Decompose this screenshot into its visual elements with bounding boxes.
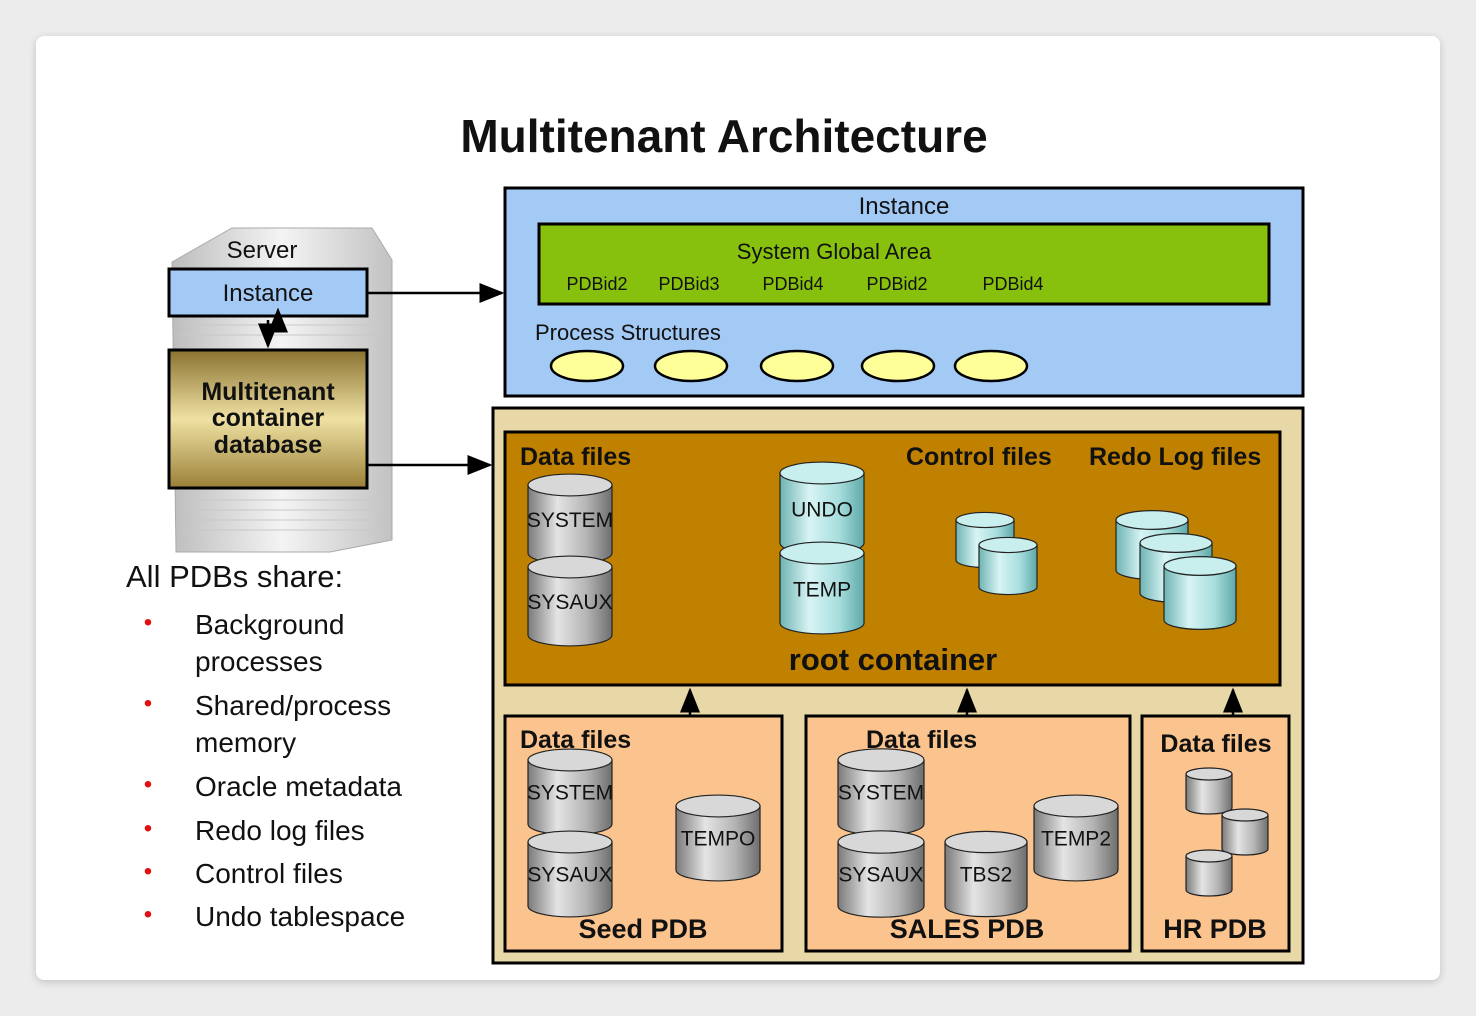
bullet-icon: •	[144, 771, 152, 798]
undo-cylinder: UNDO	[779, 461, 865, 555]
redo-log-cylinder	[1163, 556, 1237, 630]
undo-cylinder-label: UNDO	[791, 498, 853, 521]
root-system-cylinder-label: SYSTEM	[527, 509, 613, 532]
process-ellipse	[653, 349, 729, 383]
sga-pdbid: PDBid2	[866, 274, 927, 294]
sga-pdbid-list: PDBid2 PDBid3 PDBid4 PDBid2 PDBid4	[566, 274, 1043, 294]
instance-panel: Instance System Global Area PDBid2 PDBid3…	[503, 186, 1305, 398]
server-instance-label: Instance	[223, 280, 314, 307]
process-ellipse	[953, 349, 1029, 383]
seed-system-cylinder: SYSTEM	[527, 748, 613, 836]
process-list	[549, 349, 1029, 383]
sga-pdbid: PDBid4	[982, 274, 1043, 294]
shared-item: Undo tablespace	[195, 901, 405, 932]
sales-temp2-cylinder: TEMP2	[1033, 794, 1119, 882]
sales-pdb-name: SALES PDB	[890, 914, 1045, 944]
hr-datafile-cylinder	[1185, 849, 1233, 897]
cdb-label-line1: Multitenant	[201, 378, 335, 406]
server-graphic: Server Instance Multitenant container da…	[167, 227, 393, 553]
pdb-file-cylinders: SYSTEM SYSAUX TEMPO SYSTEM SYSAUX TBS2 TEMP2	[527, 748, 1269, 918]
seed-tempo-cylinder: TEMPO	[675, 794, 761, 882]
root-container: Data files Control files Redo Log files …	[503, 430, 1282, 687]
shared-list: All PDBs share: • Background processes • Sha…	[126, 559, 405, 932]
root-file-cylinders: SYSTEM SYSAUX UNDO TEMP	[527, 461, 1237, 647]
root-data-files-label: Data files	[520, 443, 631, 471]
sales-system-cylinder: SYSTEM	[837, 748, 925, 836]
hr-pdb-data-files-label: Data files	[1160, 730, 1271, 758]
sga-pdbid: PDBid3	[658, 274, 719, 294]
sales-tbs2-cylinder-label: TBS2	[960, 864, 1013, 887]
sales-sysaux-cylinder: SYSAUX	[837, 830, 925, 918]
page-title: Multitenant Architecture	[460, 110, 987, 162]
control-file-cylinder	[978, 536, 1038, 596]
bullet-icon: •	[144, 858, 152, 885]
bullet-icon: •	[144, 901, 152, 928]
sales-temp2-cylinder-label: TEMP2	[1041, 828, 1111, 851]
seed-system-cylinder-label: SYSTEM	[527, 782, 613, 805]
seed-tempo-cylinder-label: TEMPO	[681, 828, 756, 851]
sga-label: System Global Area	[737, 239, 932, 264]
root-system-cylinder: SYSTEM	[527, 473, 613, 565]
temp-cylinder-label: TEMP	[793, 578, 851, 601]
bullet-icon: •	[144, 609, 152, 636]
seed-sysaux-cylinder: SYSAUX	[527, 830, 613, 918]
root-container-label: root container	[789, 642, 997, 677]
bullet-icon: •	[144, 690, 152, 717]
control-files-label: Control files	[906, 443, 1052, 471]
process-structures-label: Process Structures	[535, 320, 721, 345]
seed-pdb-name: Seed PDB	[578, 914, 707, 944]
redo-log-files-label: Redo Log files	[1089, 443, 1261, 471]
seed-sysaux-cylinder-label: SYSAUX	[527, 864, 612, 887]
shared-item: Redo log files	[195, 815, 365, 846]
shared-item: Control files	[195, 858, 343, 889]
shared-heading: All PDBs share:	[126, 559, 343, 594]
cdb-label-line2: container	[212, 404, 325, 432]
process-ellipse	[549, 349, 625, 383]
root-sysaux-cylinder-label: SYSAUX	[527, 591, 612, 614]
bullet-icon: •	[144, 815, 152, 842]
shared-item: Background	[195, 609, 344, 640]
hr-datafile-cylinder	[1221, 808, 1269, 856]
temp-cylinder: TEMP	[779, 541, 865, 635]
hr-pdb-name: HR PDB	[1163, 914, 1267, 944]
sales-sysaux-cylinder-label: SYSAUX	[838, 864, 923, 887]
sga-pdbid: PDBid2	[566, 274, 627, 294]
sales-system-cylinder-label: SYSTEM	[838, 782, 924, 805]
server-label: Server	[227, 237, 298, 264]
hr-datafile-cylinder	[1185, 767, 1233, 815]
cdb-box	[167, 348, 369, 490]
shared-item: processes	[195, 646, 323, 677]
cdb-label-line3: database	[214, 431, 322, 459]
instance-label: Instance	[859, 193, 950, 220]
process-ellipse	[759, 349, 835, 383]
shared-item: memory	[195, 727, 296, 758]
shared-item: Oracle metadata	[195, 771, 402, 802]
shared-item: Shared/process	[195, 690, 391, 721]
sales-tbs2-cylinder: TBS2	[944, 830, 1028, 918]
sga-pdbid: PDBid4	[762, 274, 823, 294]
sga-box	[537, 222, 1271, 306]
process-ellipse	[860, 349, 936, 383]
root-sysaux-cylinder: SYSAUX	[527, 555, 613, 647]
